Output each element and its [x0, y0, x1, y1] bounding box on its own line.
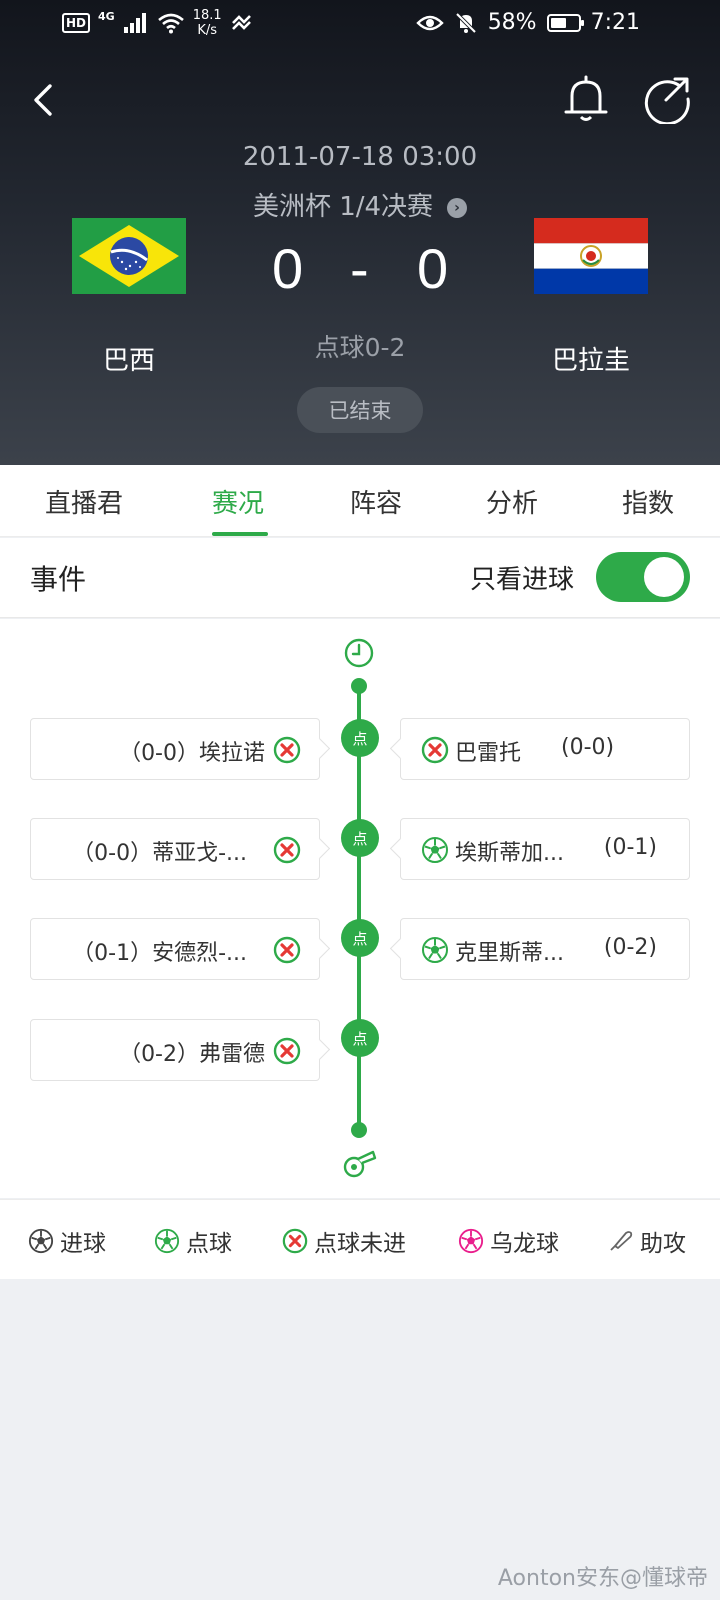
own-goal-icon — [458, 1228, 484, 1254]
event-legend: 进球 点球 点球未进 乌龙球 助攻 — [0, 1199, 720, 1279]
match-status-badge: 已结束 — [297, 387, 423, 433]
event-card-home[interactable]: （0-1）安德烈-... — [30, 918, 320, 980]
hd-indicator: HD — [62, 13, 91, 33]
tab-analysis[interactable]: 分析 — [486, 489, 539, 519]
active-tab-indicator — [212, 532, 268, 536]
network-speed: 18.1 K/s — [192, 8, 222, 38]
event-player: （0-0）蒂亚戈-... — [72, 841, 247, 866]
notification-bell-button[interactable] — [562, 74, 610, 124]
event-card-away[interactable]: 巴雷托 (0-0) — [400, 718, 690, 780]
penalty-missed-icon — [273, 836, 301, 864]
event-card-home[interactable]: （0-0）埃拉诺 — [30, 718, 320, 780]
penalty-missed-icon — [273, 936, 301, 964]
assist-icon — [610, 1231, 633, 1251]
away-team-name[interactable]: 巴拉圭 — [551, 346, 630, 376]
toggle-knob — [644, 557, 684, 597]
events-header: 事件 只看进球 — [0, 538, 720, 618]
status-bar: HD 4G 18.1 K/s — [0, 0, 720, 50]
timeline-end-dot — [351, 1122, 367, 1138]
match-header: HD 4G 18.1 K/s — [0, 0, 720, 465]
eye-icon — [415, 15, 444, 30]
chevron-right-icon: › — [447, 197, 468, 218]
battery-percent: 58% — [487, 10, 537, 35]
penalty-score: 点球0-2 — [314, 333, 406, 362]
tab-match-status[interactable]: 赛况 — [212, 489, 265, 519]
back-button[interactable] — [26, 78, 62, 122]
event-card-away[interactable]: 埃斯蒂加... (0-1) — [400, 818, 690, 880]
score-separator: - — [350, 237, 369, 300]
brazil-flag-icon[interactable] — [72, 218, 186, 294]
penalty-event-marker: 点 — [341, 919, 379, 957]
event-timeline: 点 （0-0）埃拉诺 巴雷托 (0-0) 点 （0-0）蒂亚戈-... 埃斯蒂加… — [0, 619, 720, 1198]
clock-icon — [344, 638, 374, 668]
penalty-goal-icon — [421, 936, 449, 964]
competition-name: 美洲杯 1/4决赛 — [252, 192, 434, 222]
goal-icon — [28, 1228, 54, 1254]
legend-own-goal: 乌龙球 — [458, 1224, 559, 1258]
penalty-missed-icon — [282, 1228, 308, 1254]
tab-odds[interactable]: 指数 — [622, 489, 675, 519]
penalty-event-marker: 点 — [341, 819, 379, 857]
paraguay-flag-icon[interactable] — [534, 218, 648, 294]
mute-bell-icon — [455, 12, 477, 33]
network-type: 4G — [98, 10, 115, 23]
events-title: 事件 — [30, 563, 87, 596]
away-score: 0 — [417, 237, 449, 300]
event-player: 巴雷托 — [455, 741, 522, 766]
event-player: （0-2）弗雷德 — [119, 1042, 265, 1067]
goals-only-label: 只看进球 — [470, 565, 575, 595]
timeline-line — [357, 684, 361, 1130]
penalty-event-marker: 点 — [341, 1019, 379, 1057]
legend-assist: 助攻 — [608, 1224, 686, 1258]
penalty-event-marker: 点 — [341, 719, 379, 757]
clock-time: 7:21 — [590, 10, 640, 35]
battery-icon — [546, 13, 584, 32]
signal-icon — [123, 13, 146, 33]
goals-only-toggle[interactable] — [596, 552, 690, 602]
penalty-goal-icon — [421, 836, 449, 864]
penalty-missed-icon — [421, 736, 449, 764]
legend-penalty-missed: 点球未进 — [282, 1224, 406, 1258]
event-player: （0-1）安德烈-... — [72, 941, 247, 966]
event-score: (0-2) — [603, 935, 657, 960]
event-player: 埃斯蒂加... — [455, 841, 564, 866]
event-player: 克里斯蒂... — [455, 941, 564, 966]
competition-link[interactable]: 美洲杯 1/4决赛 › — [0, 186, 720, 223]
event-card-home[interactable]: （0-2）弗雷德 — [30, 1019, 320, 1081]
legend-penalty-goal: 点球 — [154, 1224, 232, 1258]
event-card-home[interactable]: （0-0）蒂亚戈-... — [30, 818, 320, 880]
home-team-name[interactable]: 巴西 — [102, 346, 155, 376]
penalty-missed-icon — [273, 736, 301, 764]
tab-live[interactable]: 直播君 — [45, 489, 124, 519]
data-saver-icon — [231, 15, 251, 30]
wifi-icon — [157, 13, 184, 34]
timeline-start-dot — [351, 678, 367, 694]
event-card-away[interactable]: 克里斯蒂... (0-2) — [400, 918, 690, 980]
whistle-icon — [343, 1150, 377, 1178]
tab-lineup[interactable]: 阵容 — [350, 489, 403, 519]
home-score: 0 — [272, 237, 304, 300]
penalty-goal-icon — [154, 1228, 180, 1254]
legend-goal: 进球 — [28, 1224, 106, 1258]
tab-bar: 直播君 赛况 阵容 分析 指数 — [0, 465, 720, 537]
match-datetime: 2011-07-18 03:00 — [242, 142, 478, 172]
share-button[interactable] — [642, 74, 692, 124]
event-score: (0-0) — [561, 735, 615, 760]
penalty-missed-icon — [273, 1037, 301, 1065]
event-player: （0-0）埃拉诺 — [119, 741, 265, 766]
event-score: (0-1) — [603, 835, 657, 860]
watermark: Aonton安东@懂球帝 — [497, 1566, 708, 1591]
